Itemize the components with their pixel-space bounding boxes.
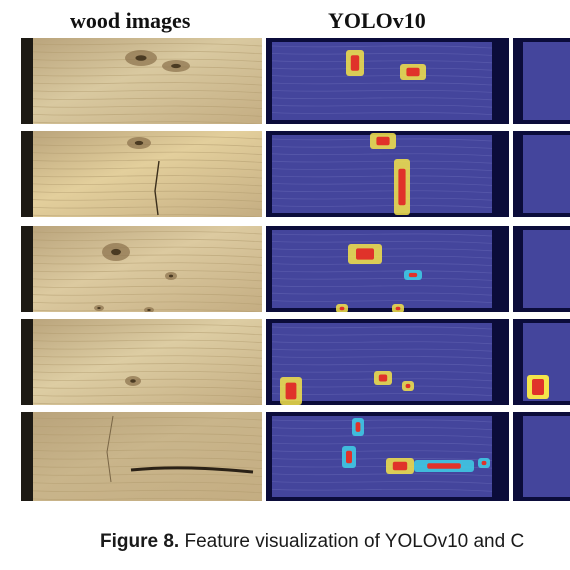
wood-image: [21, 38, 262, 124]
third-heatmap-graphic: [513, 38, 570, 124]
wood-image: [21, 319, 262, 405]
yolov10-heatmap: [266, 131, 509, 217]
column-title-yolov10: YOLOv10: [328, 8, 426, 33]
third-heatmap-graphic: [513, 131, 570, 217]
heatmap-graphic: [266, 226, 509, 312]
column-title-wood-images: wood images: [70, 8, 191, 33]
heatmap-graphic: [266, 38, 509, 124]
third-heatmap-graphic: [513, 412, 570, 501]
heatmap-graphic: [266, 412, 509, 501]
wood-image-graphic: [21, 131, 262, 217]
wood-image: [21, 131, 262, 217]
heatmap-graphic: [266, 131, 509, 217]
third-heatmap-graphic: [513, 226, 570, 312]
wood-image-graphic: [21, 412, 262, 501]
third-column-heatmap: [513, 412, 570, 501]
wood-image-graphic: [21, 319, 262, 405]
third-column-heatmap: [513, 319, 570, 405]
third-column-heatmap: [513, 226, 570, 312]
caption-label: Figure 8.: [100, 531, 180, 552]
wood-image-graphic: [21, 226, 262, 312]
third-column-heatmap: [513, 131, 570, 217]
yolov10-heatmap: [266, 412, 509, 501]
yolov10-heatmap: [266, 319, 509, 405]
wood-image: [21, 412, 262, 501]
yolov10-heatmap: [266, 38, 509, 124]
yolov10-heatmap: [266, 226, 509, 312]
heatmap-graphic: [266, 319, 509, 405]
third-heatmap-graphic: [513, 319, 570, 405]
third-column-heatmap: [513, 38, 570, 124]
caption-text: Feature visualization of YOLOv10 and C: [184, 531, 525, 552]
wood-image: [21, 226, 262, 312]
figure-caption: Figure 8. Feature visualization of YOLOv…: [100, 531, 524, 553]
wood-image-graphic: [21, 38, 262, 124]
